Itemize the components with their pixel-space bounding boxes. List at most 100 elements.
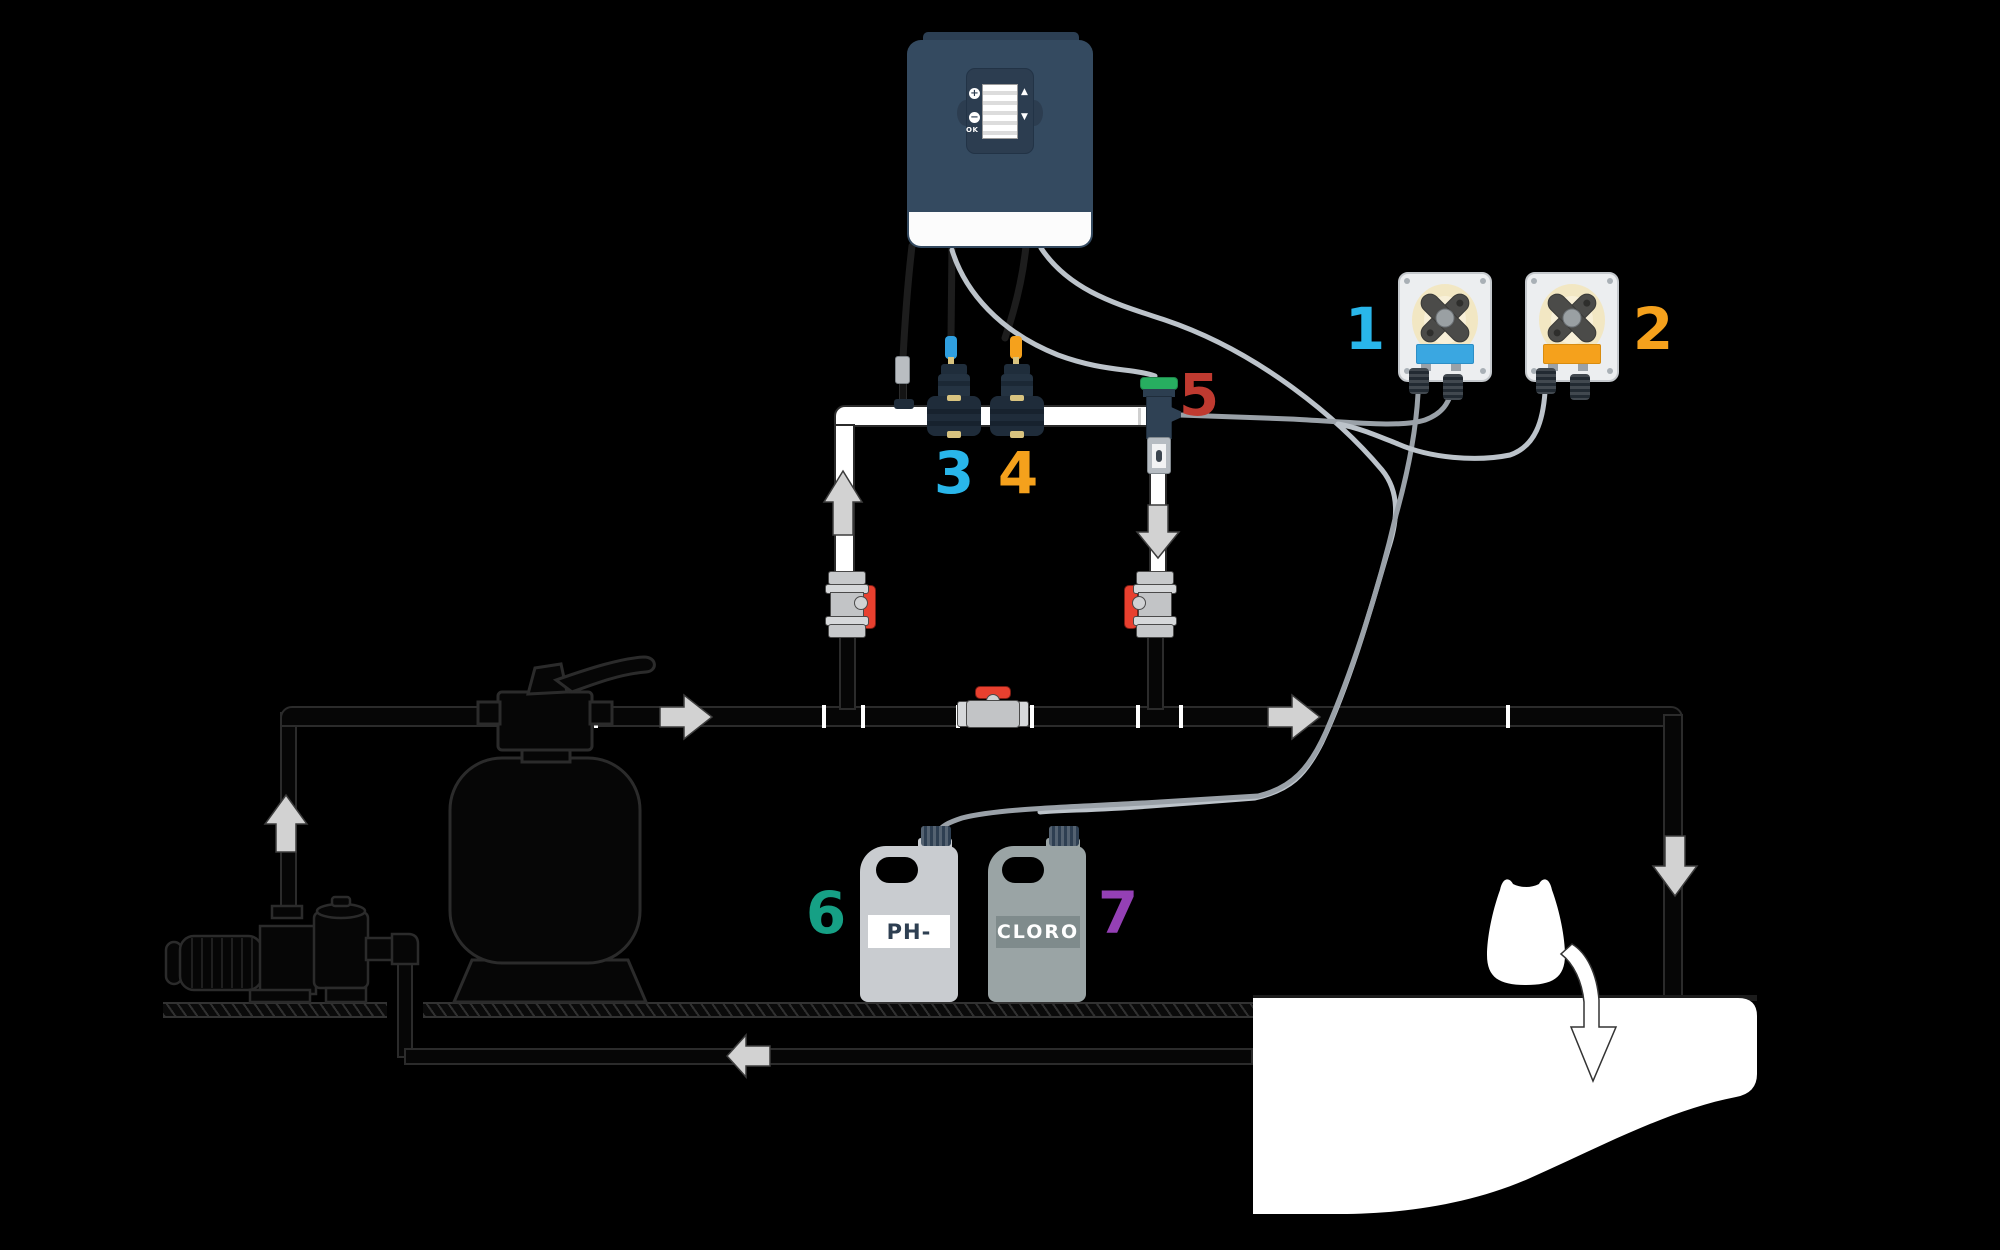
flow-cell-slot [1156, 450, 1162, 462]
valve-handle-lever [552, 655, 656, 694]
pipe-joint [1138, 408, 1141, 425]
valve-union [1136, 571, 1174, 585]
screw-icon [1607, 368, 1613, 374]
pump-foot [248, 988, 312, 1004]
down-arrow-button[interactable]: ▼ [1021, 112, 1028, 122]
saddle-stripe [927, 409, 981, 414]
redox-sensor-cable [1001, 242, 1030, 342]
flow-arrow-down-icon [1135, 504, 1181, 560]
valve-union [828, 571, 866, 585]
pump1-suction-tube [934, 391, 1421, 837]
valve-body [966, 700, 1020, 728]
pump-head-bar-orange [1543, 344, 1601, 364]
valve-port-right [588, 700, 614, 726]
container-label-ph: PH- [868, 915, 950, 948]
ok-button[interactable]: OK [966, 126, 979, 134]
pump-stem [1421, 362, 1431, 371]
container-cap [1049, 826, 1079, 846]
flow-arrow-down-icon [1651, 835, 1699, 898]
hose-barb [1409, 368, 1429, 394]
gold-tab [1010, 431, 1024, 438]
sensor-cap [938, 374, 970, 399]
filtration-pump [164, 895, 420, 1004]
callout-2: 2 [1632, 295, 1674, 363]
plus-button[interactable]: + [969, 88, 980, 99]
hose-barb [1443, 374, 1463, 400]
saddle-stripe [990, 421, 1044, 426]
callout-3: 3 [933, 439, 975, 507]
valve-hub [1132, 596, 1146, 610]
pump-stem [1548, 362, 1558, 371]
pipe-joint [1179, 705, 1183, 728]
screw-icon [1531, 368, 1537, 374]
sensor-cap [1001, 374, 1033, 399]
pump-bracket [258, 924, 318, 996]
callout-1: 1 [1344, 295, 1386, 363]
strainer-knob [330, 895, 352, 908]
container-handle [876, 857, 918, 883]
gold-tab [1010, 395, 1024, 401]
screw-icon [1404, 368, 1410, 374]
pump-head-bar-blue [1416, 344, 1474, 364]
valve-union [1136, 624, 1174, 638]
probe-fitting [894, 399, 914, 409]
pump1-injection-tube [1177, 389, 1455, 427]
pump2-injection-tube [1335, 389, 1548, 461]
valve-port-left [476, 700, 502, 726]
pipe-joint [1506, 705, 1510, 728]
gold-pin [1013, 357, 1019, 366]
sand-filter [448, 655, 656, 1004]
rotor [1420, 293, 1470, 343]
pipe-joint [1136, 705, 1140, 728]
callout-5: 5 [1178, 361, 1220, 429]
motor-fins [191, 938, 253, 988]
pump-stem [1451, 362, 1461, 371]
ph-sensor-cable [947, 242, 956, 342]
pipe-joint [861, 705, 865, 728]
minus-button[interactable]: − [969, 112, 980, 123]
sensor-cap-band [938, 381, 970, 386]
callout-6: 6 [805, 879, 847, 947]
controller-display [982, 84, 1018, 139]
rotor [1547, 293, 1597, 343]
pump-stem [1578, 362, 1588, 371]
hose-barb [1570, 374, 1590, 400]
up-arrow-button[interactable]: ▲ [1021, 87, 1028, 97]
hose-barb [1536, 368, 1556, 394]
valve-handle-pivot [526, 662, 569, 696]
flow-arrow-left-icon [725, 1033, 771, 1079]
gold-tab [947, 431, 961, 438]
callout-4: 4 [997, 439, 1039, 507]
sensor-saddle [990, 396, 1044, 436]
ground-strip-right [423, 1002, 1253, 1018]
screw-icon [1480, 368, 1486, 374]
filter-pedestal [451, 958, 649, 1004]
pipe-joint [822, 705, 826, 728]
pipe-joint [1030, 705, 1034, 728]
flow-cell-collar [1143, 389, 1175, 397]
flow-arrow-right-icon [659, 693, 714, 741]
pump-strainer-pot [312, 910, 370, 990]
sensor-cap-top [1004, 364, 1030, 376]
pool [1253, 879, 1757, 1214]
controller-bottom-band [909, 212, 1091, 246]
pump-foot [324, 986, 368, 1004]
flow-cell-body [1146, 396, 1172, 439]
container-handle [1002, 857, 1044, 883]
callout-7: 7 [1097, 879, 1139, 947]
pump-discharge-flange [270, 904, 304, 920]
filter-tank [448, 756, 642, 965]
orange-cable-tip [1010, 336, 1022, 359]
sensor-cap-band [1001, 381, 1033, 386]
controller-cables [899, 242, 1030, 362]
gold-pin [948, 357, 954, 366]
valve-union [828, 624, 866, 638]
saddle-stripe [927, 421, 981, 426]
flow-cell-side-port [1171, 407, 1181, 422]
flow-arrows [263, 469, 1699, 1079]
flow-cell-top-tube [949, 247, 1158, 379]
sensor-saddle [927, 396, 981, 436]
screw-icon [1480, 278, 1486, 284]
